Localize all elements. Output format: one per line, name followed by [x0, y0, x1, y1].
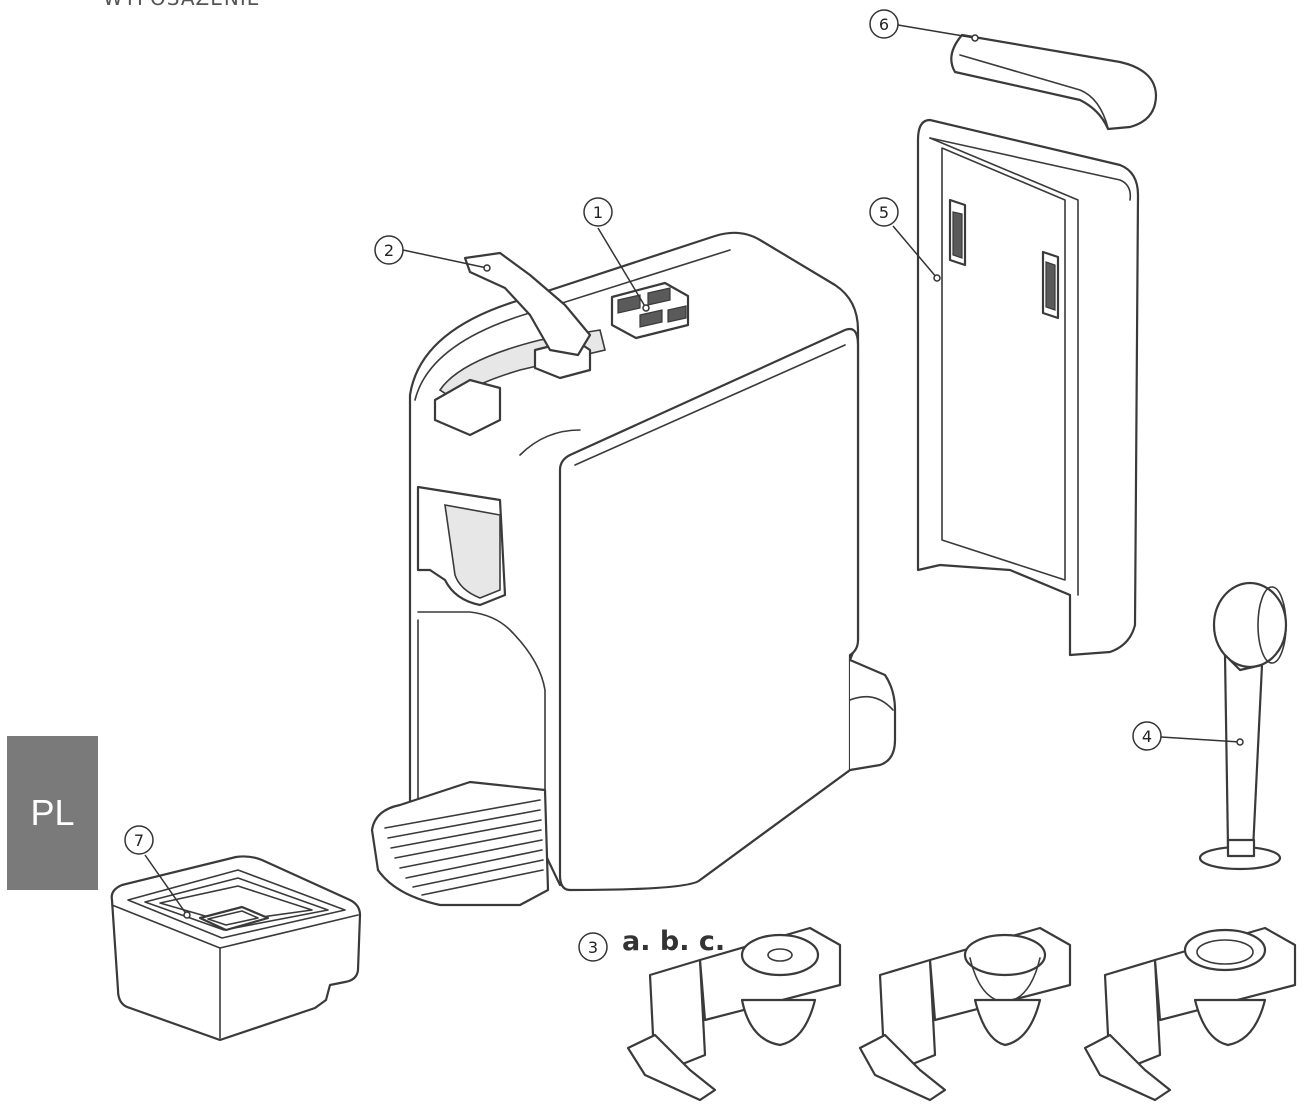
callout-number-3: 3 — [588, 938, 598, 957]
page-heading: WYPOSAŻENIE — [103, 0, 260, 10]
language-tab: PL — [7, 736, 98, 890]
tamper — [1198, 581, 1288, 871]
adapter-variants-label: a. b. c. — [622, 926, 726, 957]
tank-lid — [950, 33, 1158, 131]
callout-5: 5 — [869, 197, 941, 282]
capsule-container — [110, 855, 362, 1042]
callout-7: 7 — [124, 825, 191, 919]
callout-2: 2 — [374, 235, 491, 272]
callout-4: 4 — [1132, 721, 1244, 751]
callout-number-7: 7 — [134, 831, 144, 850]
water-tank — [916, 118, 1140, 657]
adapter-b — [858, 926, 1072, 1102]
language-tab-label: PL — [30, 792, 75, 833]
callout-6: 6 — [869, 9, 979, 42]
callout-3: 3 — [578, 932, 608, 962]
callout-1: 1 — [583, 197, 650, 312]
callout-number-2: 2 — [384, 241, 394, 260]
drip-tray-grille — [384, 799, 544, 896]
callout-number-5: 5 — [879, 203, 889, 222]
adapter-a — [626, 926, 842, 1102]
callout-number-1: 1 — [593, 203, 603, 222]
adapter-c — [1083, 926, 1297, 1102]
callout-number-4: 4 — [1142, 727, 1152, 746]
callout-number-6: 6 — [879, 15, 889, 34]
coffee-machine — [370, 231, 897, 907]
